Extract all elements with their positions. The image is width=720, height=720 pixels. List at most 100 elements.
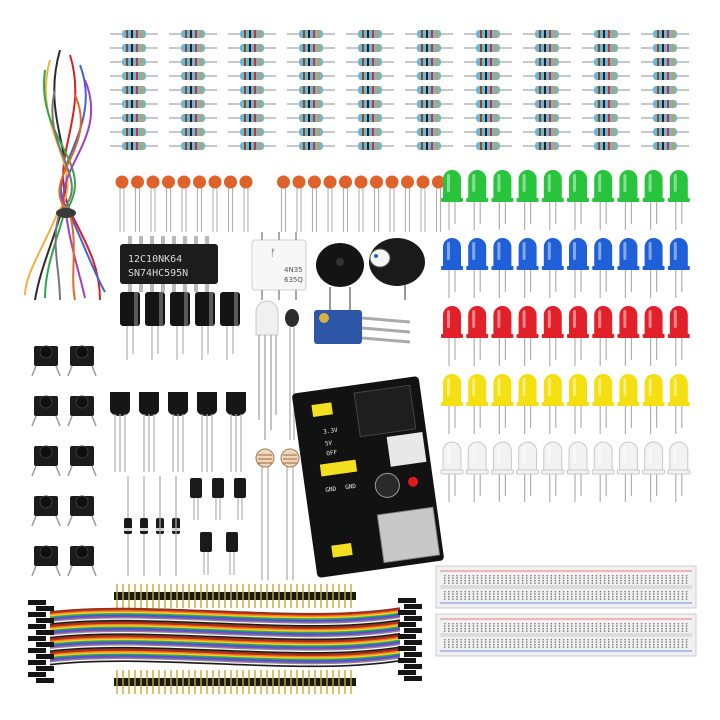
led <box>491 170 514 230</box>
resistor <box>405 58 453 66</box>
led <box>642 306 665 366</box>
resistor <box>464 72 512 80</box>
resistor <box>464 58 512 66</box>
module-label-3v3: 3.3V <box>323 427 339 436</box>
resistor <box>228 30 276 38</box>
resistor <box>228 72 276 80</box>
electrolytic-capacitor-row <box>120 292 240 360</box>
led <box>642 238 665 298</box>
dupont-connector-left <box>36 678 54 683</box>
diode <box>124 476 132 576</box>
resistor <box>110 58 158 66</box>
led <box>667 238 690 298</box>
dupont-connector-right <box>398 670 416 675</box>
led <box>516 170 539 230</box>
transistor <box>168 392 188 472</box>
pin-header-strips <box>114 584 356 694</box>
resistor <box>641 100 689 108</box>
resistor <box>641 30 689 38</box>
ceramic-capacitor <box>131 175 144 232</box>
photoresistor-pair <box>255 448 300 580</box>
led <box>567 238 589 298</box>
led <box>667 374 690 434</box>
led <box>667 306 690 366</box>
resistor <box>228 114 276 122</box>
resistor <box>405 86 453 94</box>
led <box>591 441 615 502</box>
tactile-switch <box>31 395 61 427</box>
led <box>490 441 514 502</box>
resistor <box>523 58 571 66</box>
ceramic-capacitor <box>354 175 368 232</box>
resistor <box>346 142 394 150</box>
ribbon-wires <box>28 598 422 683</box>
resistor <box>464 128 512 136</box>
resistor <box>346 58 394 66</box>
resistor <box>110 86 158 94</box>
ceramic-capacitor <box>162 175 175 232</box>
dupont-connector-left <box>28 672 46 677</box>
tactile-switch <box>67 545 97 577</box>
transistor <box>197 392 217 472</box>
dupont-connector-left <box>36 642 54 647</box>
ceramic-capacitor <box>193 175 206 232</box>
resistor <box>169 30 217 38</box>
dupont-connector-left <box>36 654 54 659</box>
led <box>642 374 665 434</box>
led <box>566 441 590 502</box>
buzzer-active <box>369 238 425 300</box>
dupont-connector-right <box>404 604 422 609</box>
breadboard <box>435 565 697 609</box>
ceramic-capacitor <box>208 175 222 232</box>
tactile-switch <box>67 445 97 477</box>
resistor <box>582 128 630 136</box>
dupont-connector-left <box>28 636 46 641</box>
dupont-ribbon-cable <box>28 598 422 683</box>
resistor <box>169 44 217 52</box>
resistor <box>110 128 158 136</box>
ceramic-capacitor <box>115 175 129 232</box>
dupont-connector-right <box>404 616 422 621</box>
ceramic-capacitor <box>401 175 414 232</box>
resistor <box>641 44 689 52</box>
dupont-connector-left <box>28 648 46 653</box>
resistor <box>405 142 453 150</box>
led <box>617 238 640 298</box>
ceramic-capacitor <box>146 175 160 232</box>
resistor <box>287 142 335 150</box>
resistor <box>582 44 630 52</box>
resistor <box>346 128 394 136</box>
led <box>466 238 489 298</box>
resistor <box>287 86 335 94</box>
resistor <box>110 142 158 150</box>
resistor <box>287 128 335 136</box>
tactile-switch <box>31 545 61 577</box>
resistor <box>523 142 571 150</box>
resistor <box>641 114 689 122</box>
resistor <box>228 58 276 66</box>
resistor <box>110 30 158 38</box>
breadboard <box>435 613 697 657</box>
resistor <box>346 100 394 108</box>
optocoupler-label-line2: 635Q <box>284 276 303 284</box>
resistor <box>169 72 217 80</box>
dupont-connector-left <box>28 660 46 665</box>
resistor <box>523 128 571 136</box>
transistor <box>110 392 130 472</box>
led <box>441 374 463 434</box>
jumper-wire-bundle <box>24 49 106 301</box>
dupont-connector-right <box>398 598 416 603</box>
trim-potentiometer <box>314 310 411 344</box>
led <box>567 374 589 434</box>
led <box>616 441 640 502</box>
led <box>592 170 615 230</box>
resistor <box>464 114 512 122</box>
tactile-switch <box>31 445 61 477</box>
chip-label-line2: SN74HC595N <box>128 268 188 279</box>
diode-row <box>124 476 180 576</box>
tactile-switch <box>67 495 97 527</box>
led <box>541 441 565 502</box>
electrolytic-capacitor <box>220 292 240 360</box>
resistor <box>405 30 453 38</box>
resistor <box>169 128 217 136</box>
